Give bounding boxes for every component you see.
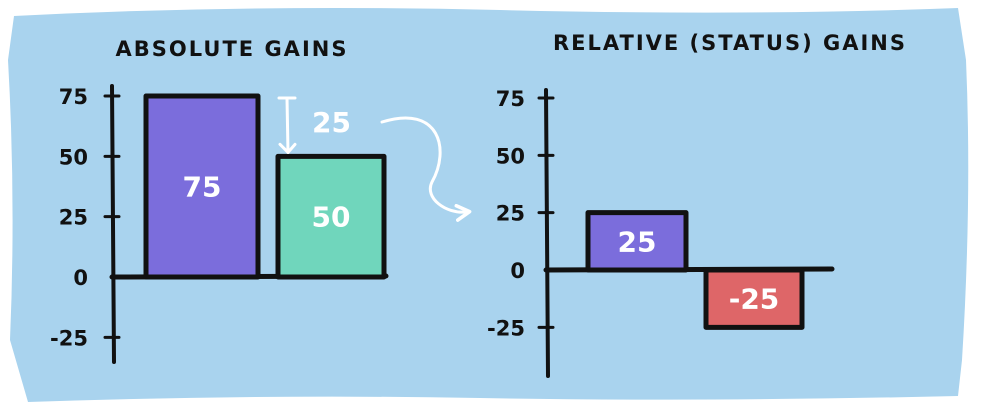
y-tick-label: 0	[510, 259, 525, 283]
bar-data-label: 75	[183, 171, 222, 204]
y-tick-label: -25	[487, 316, 525, 340]
difference-annotation: 25	[277, 96, 472, 222]
y-tick-label: 25	[496, 202, 525, 226]
relative-status-gains-chart: RELATIVE (STATUS) GAINS 75 50 25 0 -25 25 -25	[487, 31, 907, 378]
bars: 75 50	[143, 93, 387, 280]
y-axis	[544, 88, 550, 378]
y-tick-label: 50	[496, 144, 525, 168]
y-tick-label: 0	[73, 266, 88, 290]
y-axis	[110, 84, 116, 364]
bar-data-label: 50	[312, 201, 351, 234]
bar-data-label: -25	[729, 283, 780, 316]
bar-data-label: 25	[618, 225, 657, 258]
absolute-gains-chart: ABSOLUTE GAINS 75 50 25 0 -25 75 50 25	[50, 37, 472, 364]
difference-bracket	[285, 96, 290, 154]
bar-50	[275, 153, 387, 280]
bar-75	[143, 93, 261, 280]
y-tick-labels: 75 50 25 0 -25	[50, 85, 88, 350]
y-tick-label: 75	[59, 85, 88, 109]
bars: 25 -25	[585, 210, 805, 330]
bar-25	[585, 210, 689, 273]
difference-cap-bottom	[278, 142, 290, 154]
chart-title: RELATIVE (STATUS) GAINS	[553, 31, 907, 55]
difference-label: 25	[312, 106, 351, 139]
y-tick-label: 25	[59, 206, 88, 230]
difference-cap-bottom-right	[286, 142, 297, 154]
y-tick-labels: 75 50 25 0 -25	[487, 87, 525, 340]
y-tick-label: 50	[59, 145, 88, 169]
chart-title: ABSOLUTE GAINS	[116, 37, 349, 61]
y-tick-label: 75	[496, 87, 525, 111]
y-tick-label: -25	[50, 326, 88, 350]
curved-arrow	[380, 116, 472, 222]
bar--25	[703, 267, 805, 330]
